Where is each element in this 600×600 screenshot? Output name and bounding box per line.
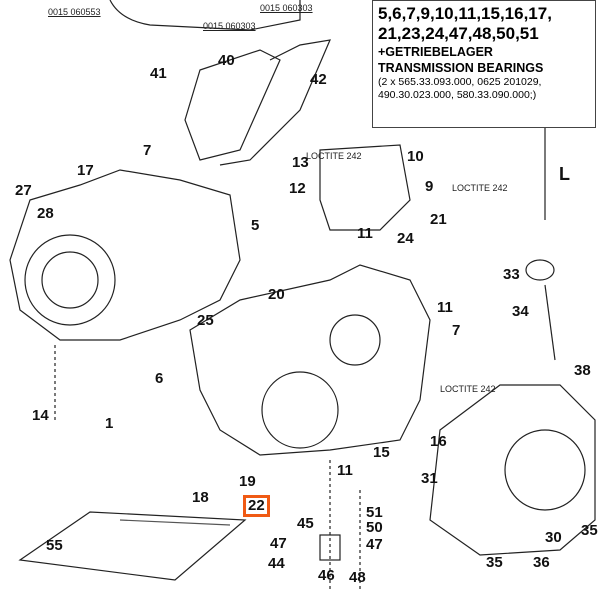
callout: 12 <box>289 180 306 197</box>
loctite-note: LOCTITE 242 <box>440 384 496 394</box>
callout: 42 <box>310 71 327 88</box>
callout: 38 <box>574 362 591 379</box>
callout: 19 <box>239 473 256 490</box>
part-number: 0015 060303 <box>203 21 256 31</box>
loctite-note: LOCTITE 242 <box>306 151 362 161</box>
dimension-label: L <box>559 164 570 184</box>
callout: 5 <box>251 217 260 234</box>
callout: 45 <box>297 515 314 532</box>
callout: 7 <box>143 142 152 159</box>
callout: 24 <box>397 230 414 247</box>
info-line: +GETRIEBELAGER <box>378 45 493 59</box>
callout: 20 <box>268 286 285 303</box>
callout: 30 <box>545 529 562 546</box>
callout: 17 <box>77 162 94 179</box>
info-box: 5,6,7,9,10,11,15,16,17, 21,23,24,47,48,5… <box>372 0 596 128</box>
callout: 15 <box>373 444 390 461</box>
callout: 25 <box>197 312 214 329</box>
callout: 51 <box>366 504 383 521</box>
callout: 1 <box>105 415 114 432</box>
callout: 28 <box>37 205 54 222</box>
callout: 21 <box>430 211 447 228</box>
callout: 48 <box>349 569 366 586</box>
callout: 7 <box>452 322 461 339</box>
callout: 34 <box>512 303 529 320</box>
callout: 18 <box>192 489 209 506</box>
info-line: TRANSMISSION BEARINGS <box>378 61 544 75</box>
part-number: 0015 060303 <box>260 3 313 13</box>
part-number: 0015 060553 <box>48 7 101 17</box>
info-line: 490.30.023.000, 580.33.090.000;) <box>378 89 537 101</box>
callout: 11 <box>357 225 373 242</box>
info-line: (2 x 565.33.093.000, 0625 201029, <box>378 76 542 88</box>
callout: 33 <box>503 266 520 283</box>
callout: 11 <box>437 299 453 316</box>
callout: 14 <box>32 407 49 424</box>
callout: 6 <box>155 370 164 387</box>
callout: 27 <box>15 182 32 199</box>
info-line: 5,6,7,9,10,11,15,16,17, <box>378 4 552 23</box>
loctite-note: LOCTITE 242 <box>452 183 508 193</box>
callout: 55 <box>46 537 63 554</box>
callout: 13 <box>292 154 309 171</box>
callout: 9 <box>425 178 434 195</box>
callout: 10 <box>407 148 424 165</box>
callout: 16 <box>430 433 447 450</box>
callout: 50 <box>366 519 383 536</box>
info-line: 21,23,24,47,48,50,51 <box>378 24 539 43</box>
callout: 44 <box>268 555 285 572</box>
callout: 40 <box>218 52 235 69</box>
callout: 47 <box>270 535 287 552</box>
callout-highlighted: 22 <box>243 495 270 517</box>
callout: 47 <box>366 536 383 553</box>
callout: 11 <box>337 462 353 479</box>
callout: 35 <box>581 522 598 539</box>
callout: 46 <box>318 567 335 584</box>
callout: 31 <box>421 470 438 487</box>
callout: 41 <box>150 65 167 82</box>
callout: 36 <box>533 554 550 571</box>
callout: 35 <box>486 554 503 571</box>
